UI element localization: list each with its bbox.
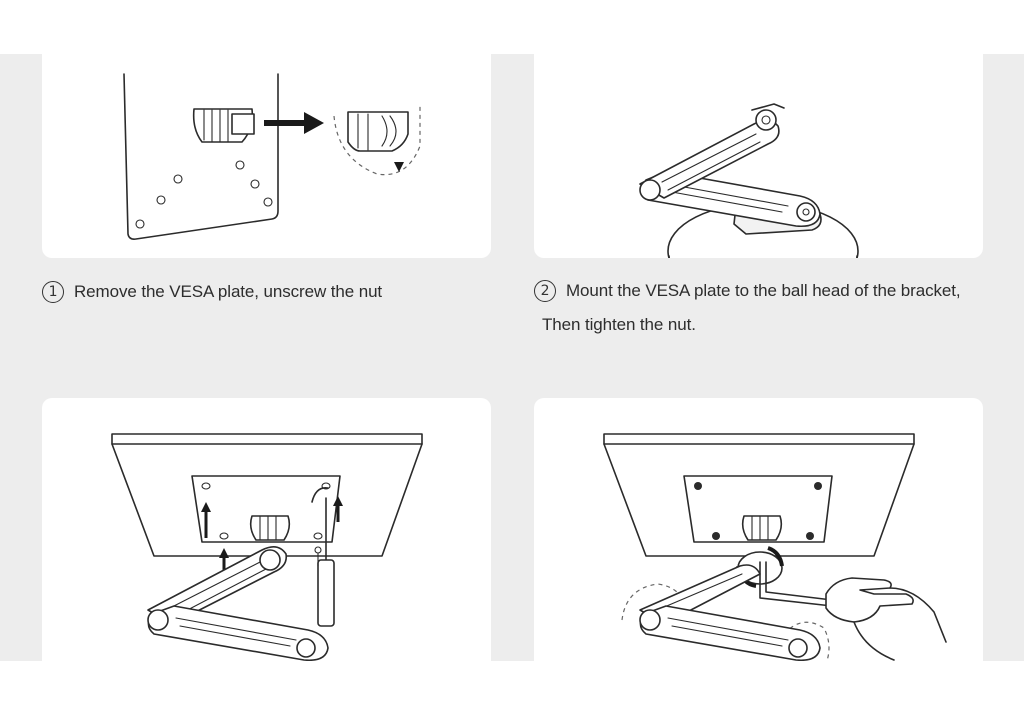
step-1-number-badge: 1 <box>42 281 64 303</box>
hex-key <box>759 561 833 607</box>
mounting-plate <box>683 475 833 543</box>
direction-arrow-icon <box>264 112 324 134</box>
step-2-text-line-2: Then tighten the nut. <box>542 315 696 334</box>
support-arm <box>147 546 329 661</box>
step-2-text-line-1: Mount the VESA plate to the ball head of… <box>566 281 961 300</box>
screwdriver <box>314 497 335 627</box>
mounting-plate <box>191 475 341 543</box>
step-2-number-badge: 2 <box>534 280 556 302</box>
step-2-caption: 2 Mount the VESA plate to the ball head o… <box>534 274 984 342</box>
step-4-illustration <box>534 398 983 661</box>
step-1-caption: 1 Remove the VESA plate, unscrew the nut <box>42 275 382 309</box>
hand <box>825 577 947 661</box>
step-3-illustration <box>42 398 491 661</box>
screw-arrows-icon <box>201 486 343 576</box>
vesa-plate <box>123 73 279 240</box>
nut <box>333 104 421 176</box>
support-arm <box>621 564 830 661</box>
ball-head <box>192 108 255 143</box>
step-2-illustration <box>534 54 983 258</box>
support-arm <box>639 103 822 235</box>
ball-head <box>249 515 291 541</box>
step-1-text: Remove the VESA plate, unscrew the nut <box>74 282 383 301</box>
step-1-illustration <box>42 54 491 258</box>
